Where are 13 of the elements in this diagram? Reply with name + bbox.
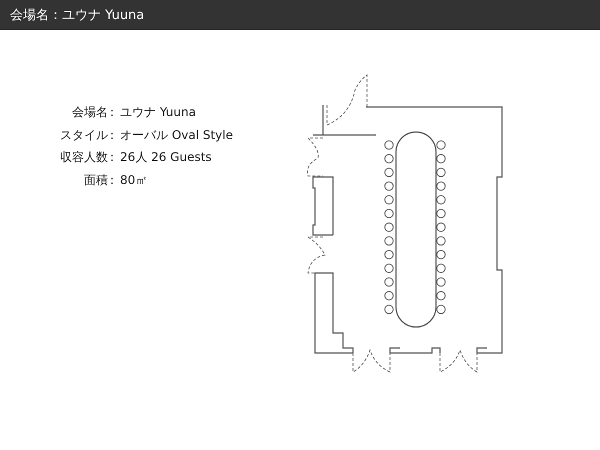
info-label: 会場名 — [72, 104, 108, 120]
info-label: 面積 — [84, 172, 108, 188]
info-label: スタイル — [60, 126, 108, 142]
info-value: 26人 26 Guests — [120, 149, 212, 165]
separator: ： — [106, 104, 118, 120]
venue-title: 会場名：ユウナ Yuuna — [10, 7, 144, 24]
separator: ： — [106, 172, 118, 188]
info-value: オーバル Oval Style — [120, 126, 234, 142]
separator: ： — [106, 149, 118, 165]
info-label: 収容人数 — [60, 149, 108, 165]
separator: ： — [106, 126, 118, 142]
info-value: ユウナ Yuuna — [120, 104, 196, 120]
info-value: 80㎡ — [120, 172, 148, 188]
